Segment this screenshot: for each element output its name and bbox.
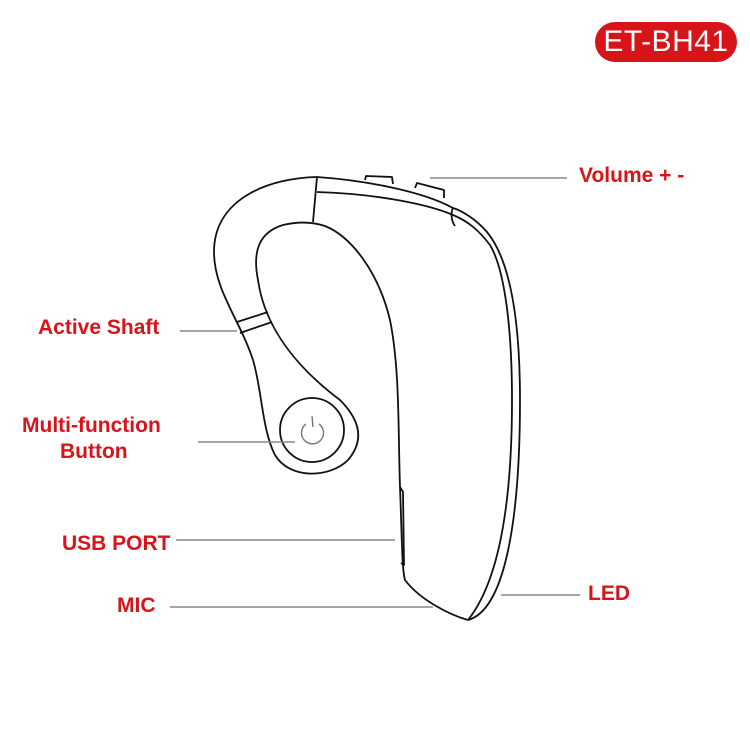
body-top-seam: [316, 191, 513, 621]
power-icon: [300, 423, 325, 445]
usb-port: [399, 486, 405, 566]
label-usb-port: USB PORT: [62, 532, 171, 555]
earpiece-outline: [213, 176, 521, 621]
hook-seam: [312, 176, 318, 223]
multi-function-button[interactable]: [279, 397, 345, 463]
label-led: LED: [588, 582, 630, 605]
label-active-shaft: Active Shaft: [38, 316, 160, 339]
volume-button-minus: [414, 182, 445, 198]
model-badge: ET-BH41: [595, 22, 737, 62]
label-mic: MIC: [117, 594, 156, 617]
label-volume: Volume + -: [579, 164, 685, 187]
label-multi-function-line2: Button: [60, 440, 128, 463]
front-seam: [450, 207, 456, 227]
shaft-ring-1: [236, 311, 269, 323]
shaft-ring-2: [239, 321, 273, 334]
label-multi-function-line1: Multi-function: [22, 414, 161, 437]
volume-button-plus: [364, 175, 394, 185]
